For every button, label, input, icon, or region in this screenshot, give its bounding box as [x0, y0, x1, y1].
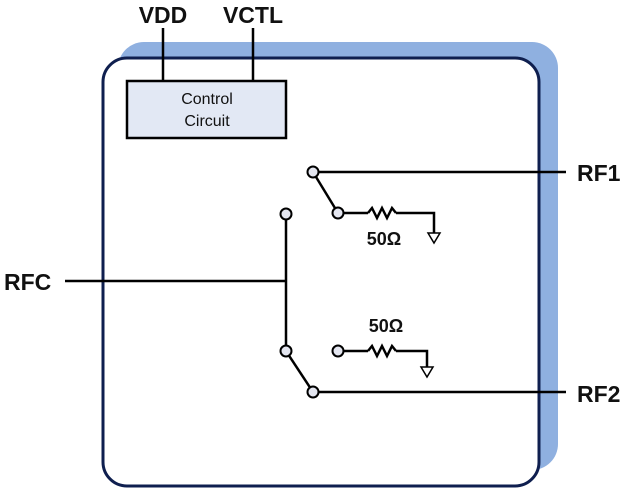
rf2-label: RF2 [577, 381, 620, 407]
rf1-termination-label: 50Ω [367, 229, 401, 249]
vctl-label: VCTL [223, 2, 283, 28]
rf1-throw-node [306, 165, 320, 179]
rf2-throw-node [306, 385, 320, 399]
vdd-label: VDD [139, 2, 188, 28]
rf1-term-node [331, 206, 345, 220]
rfc-label: RFC [4, 269, 51, 295]
rf1-switch-arm [311, 171, 340, 214]
rf2-resistor [367, 343, 397, 359]
control-circuit-line1: Control [181, 91, 233, 108]
rf2-term-node [331, 344, 345, 358]
rf1-ground-icon [426, 232, 442, 245]
rf2-termination-label: 50Ω [369, 316, 403, 336]
rf2-ground-wire [396, 349, 429, 367]
package-body [101, 56, 541, 488]
rf1-ground-wire [396, 211, 436, 233]
control-circuit-line2: Circuit [184, 113, 230, 130]
control-circuit-block [125, 79, 288, 140]
rf1-resistor [367, 205, 397, 221]
rf2-switch-arm [284, 350, 315, 393]
rf2-pole-node [279, 344, 293, 358]
rf1-label: RF1 [577, 160, 621, 186]
rf2-ground-icon [419, 366, 435, 379]
rf1-pole-node [279, 207, 293, 221]
